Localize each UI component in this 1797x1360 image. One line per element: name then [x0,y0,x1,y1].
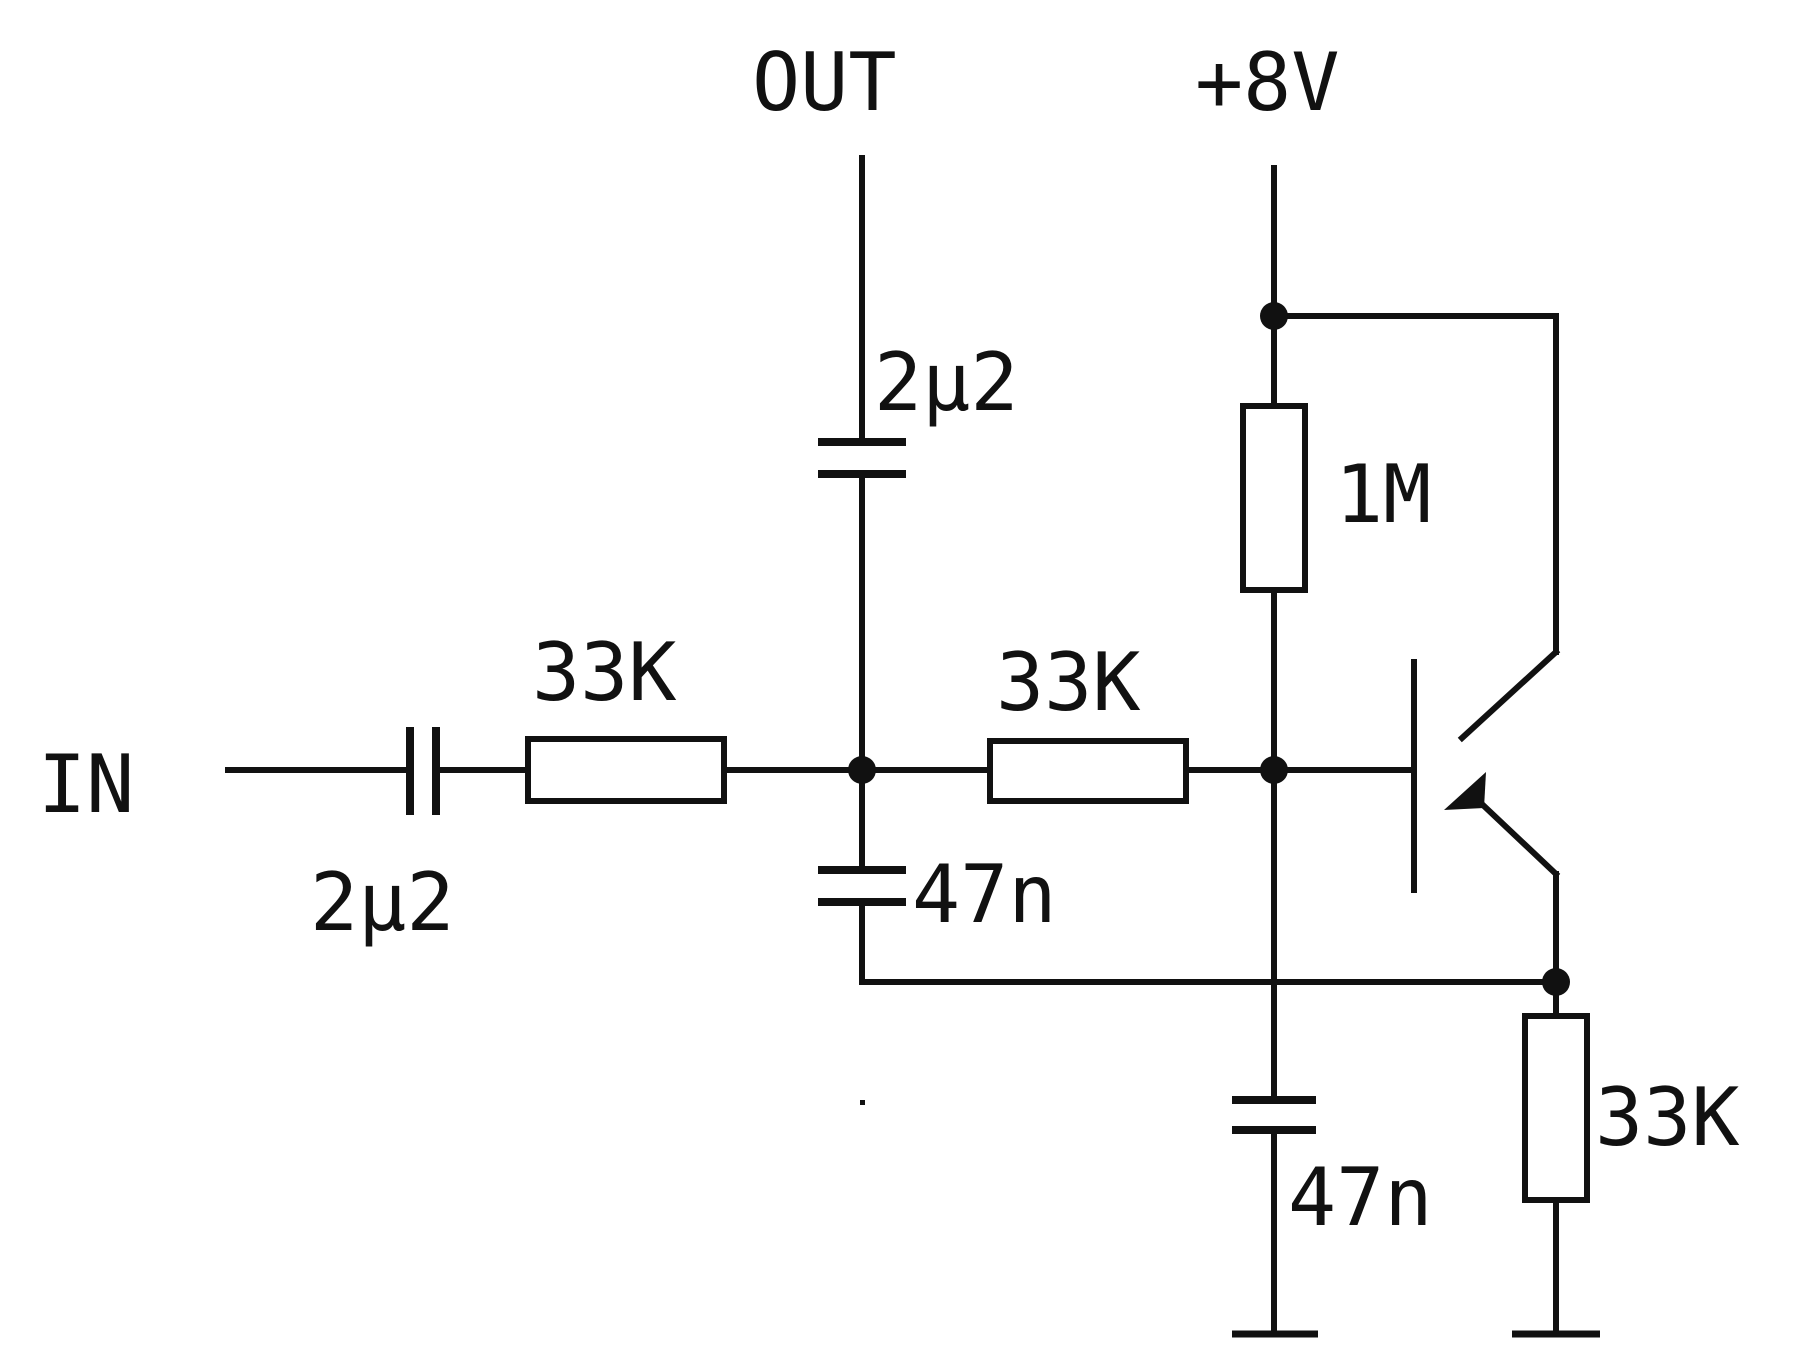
stray-dot [860,1100,865,1105]
label-r-emitter: 33K [1595,1071,1740,1164]
label-c-out: 2μ2 [874,336,1019,429]
bias-resistor [1240,403,1308,593]
label-r-bias: 1M [1335,448,1431,541]
label-r-mid: 33K [996,636,1141,729]
transistor-collector-lead [1457,647,1561,743]
input-resistor [525,736,727,804]
label-c-base: 47n [1288,1151,1433,1244]
label-r-in: 33K [532,626,677,719]
label-in: IN [38,738,134,831]
junction-dot-output-node [848,756,876,784]
transistor-emitter-lead [1479,801,1561,879]
transistor-emitter-arrow [1444,772,1486,810]
label-c-in: 2μ2 [310,856,455,949]
label-vcc: +8V [1195,36,1340,129]
label-c-shunt: 47n [912,848,1057,941]
middle-resistor [987,738,1189,804]
junction-dot-supply [1260,302,1288,330]
junction-dot-emitter [1542,968,1570,996]
label-out: OUT [752,36,897,129]
junction-dot-base-node [1260,756,1288,784]
emitter-resistor [1522,1013,1590,1203]
